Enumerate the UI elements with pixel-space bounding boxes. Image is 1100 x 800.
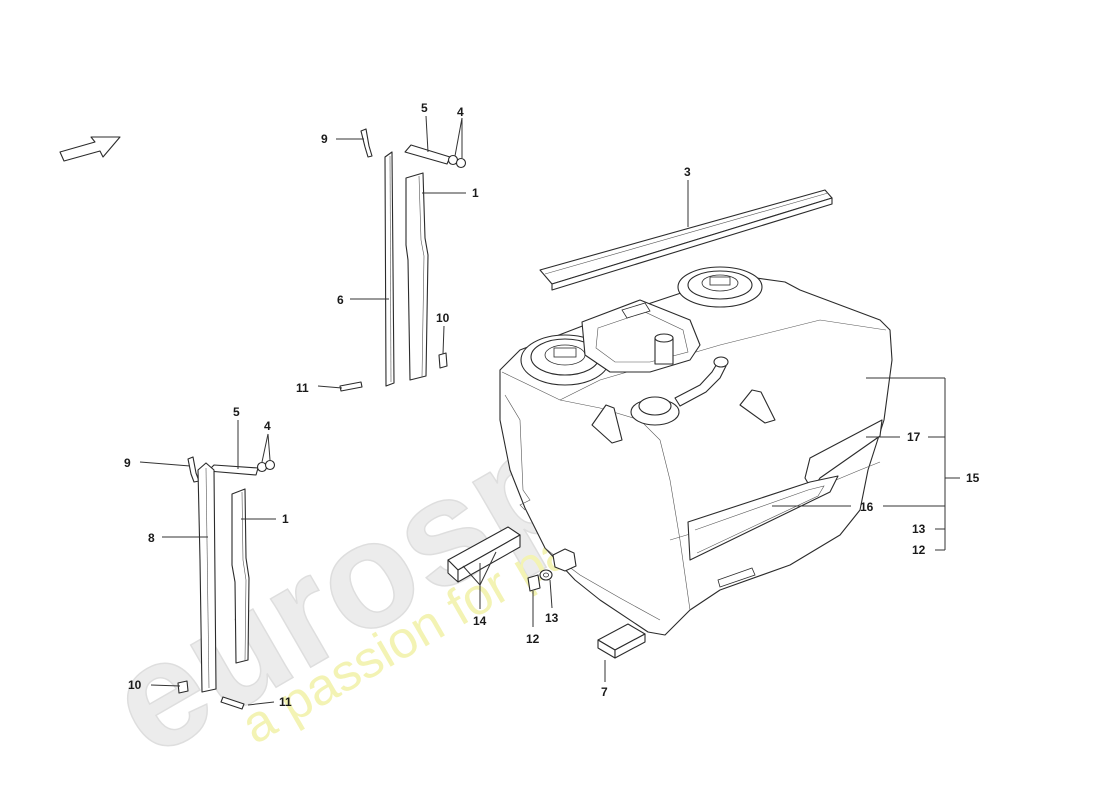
callout-labels: 9 5 4 1 6 10 11 9 5 4 1 8 10 11 3 14 12 … (124, 101, 980, 709)
part-8-lower-strap-face (205, 467, 210, 689)
part-1-upper-strap (405, 172, 429, 381)
drain-fitting (552, 548, 577, 572)
filler-neck (654, 333, 674, 365)
callout-11-lower: 11 (279, 695, 292, 709)
callout-15: 15 (966, 471, 980, 485)
part-8-lower-strap (197, 462, 217, 693)
callout-10-lower: 10 (128, 678, 142, 692)
part-9-lower-clip (187, 456, 200, 483)
callout-1-lower: 1 (282, 512, 289, 526)
part-17-trim (804, 419, 883, 491)
part-14-pad (447, 526, 521, 583)
callout-8: 8 (148, 531, 155, 545)
callout-7: 7 (601, 685, 608, 699)
part-7-block (597, 623, 646, 659)
callout-1-upper: 1 (472, 186, 479, 200)
fuel-tank-bottom-bracket (717, 567, 756, 588)
callout-13-bottom: 13 (545, 611, 559, 625)
part-11-upper-pin (339, 381, 363, 392)
callout-14: 14 (473, 614, 487, 628)
part-4-upper-nut-b (455, 157, 467, 169)
callout-13-right: 13 (912, 522, 926, 536)
part-1-upper-strap-edge (418, 175, 425, 378)
fuel-tank-step (504, 394, 531, 511)
upper-strap-assembly (339, 128, 467, 392)
callout-5-lower: 5 (233, 405, 240, 419)
lower-strap-assembly (177, 456, 276, 710)
callout-5-upper: 5 (421, 101, 428, 115)
leader-lines (139, 115, 960, 706)
part-10-upper-clip (438, 352, 448, 369)
callout-9-upper: 9 (321, 132, 328, 146)
part-3-cover-strip (539, 189, 833, 291)
callout-4-upper: 4 (457, 105, 464, 119)
callout-11-upper: 11 (296, 381, 309, 395)
callout-10-upper: 10 (436, 311, 450, 325)
callout-17: 17 (907, 430, 921, 444)
fuel-tank-top-edge (501, 371, 691, 611)
part-1-lower-strap-edge (241, 491, 247, 662)
fuel-tank-top-front (559, 319, 887, 401)
fuel-sender-right (677, 266, 763, 308)
part-1-lower-strap (231, 488, 250, 664)
breather-pipes (630, 356, 729, 426)
part-16-guard (687, 475, 839, 561)
strap-saddle-left (591, 404, 623, 444)
callout-3: 3 (684, 165, 691, 179)
part-6-upper-strap (384, 151, 395, 387)
part-5-lower-bolt (207, 464, 259, 476)
part-10-lower-clip (177, 680, 189, 694)
fuel-tank (499, 266, 893, 636)
callout-12-bottom: 12 (526, 632, 540, 646)
strap-saddle-right (739, 389, 776, 424)
callout-9-lower: 9 (124, 456, 131, 470)
part-4-lower-nut-b (264, 459, 276, 471)
callout-12-right: 12 (912, 543, 926, 557)
part-9-upper-clip (360, 128, 373, 158)
part-6-upper-strap-face (389, 155, 392, 383)
callout-6: 6 (337, 293, 344, 307)
fuel-tank-label-plate (621, 302, 651, 319)
callout-16: 16 (860, 500, 874, 514)
part-16-guard-inner (694, 485, 825, 554)
part-13-washer-hole (543, 572, 549, 578)
part-11-lower-pin (220, 696, 245, 710)
arrow-icon (59, 136, 121, 162)
callout-4-lower: 4 (264, 419, 271, 433)
part-12-bolt (527, 574, 541, 592)
